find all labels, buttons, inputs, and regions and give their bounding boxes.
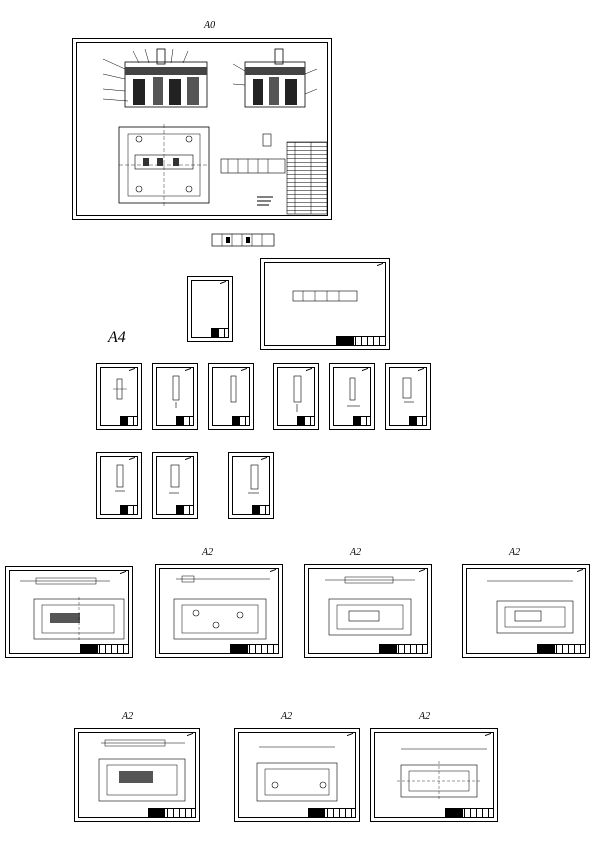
part-sheet bbox=[385, 363, 431, 430]
part-sheet bbox=[228, 452, 274, 519]
format-label-a2: A2 bbox=[419, 711, 431, 722]
part-sheet bbox=[273, 363, 319, 430]
strip-layout-sheet bbox=[260, 258, 390, 350]
plate-drawing-sheet bbox=[462, 564, 590, 658]
plate-drawing-sheet bbox=[155, 564, 283, 658]
format-label-a2: A2 bbox=[281, 711, 293, 722]
format-label-a2: A2 bbox=[202, 547, 214, 558]
part-sheet bbox=[96, 452, 142, 519]
plate-drawing-sheet bbox=[5, 566, 133, 658]
format-label-a4: A4 bbox=[108, 329, 126, 346]
plate-drawing-sheet bbox=[74, 728, 200, 822]
format-label-a2: A2 bbox=[122, 711, 134, 722]
format-label-a0: A0 bbox=[204, 20, 216, 31]
part-sheet bbox=[152, 363, 198, 430]
plate-drawing-sheet bbox=[370, 728, 498, 822]
plate-drawing-sheet bbox=[304, 564, 432, 658]
part-sheet bbox=[152, 452, 198, 519]
part-sheet bbox=[96, 363, 142, 430]
format-label-a2: A2 bbox=[509, 547, 521, 558]
part-drawing-sheet bbox=[187, 276, 233, 342]
assembly-drawing bbox=[102, 48, 328, 215]
part-sheet bbox=[329, 363, 375, 430]
format-label-a2: A2 bbox=[350, 547, 362, 558]
a0-assembly-sheet bbox=[72, 38, 332, 220]
plate-drawing-sheet bbox=[234, 728, 360, 822]
part-sheet bbox=[208, 363, 254, 430]
